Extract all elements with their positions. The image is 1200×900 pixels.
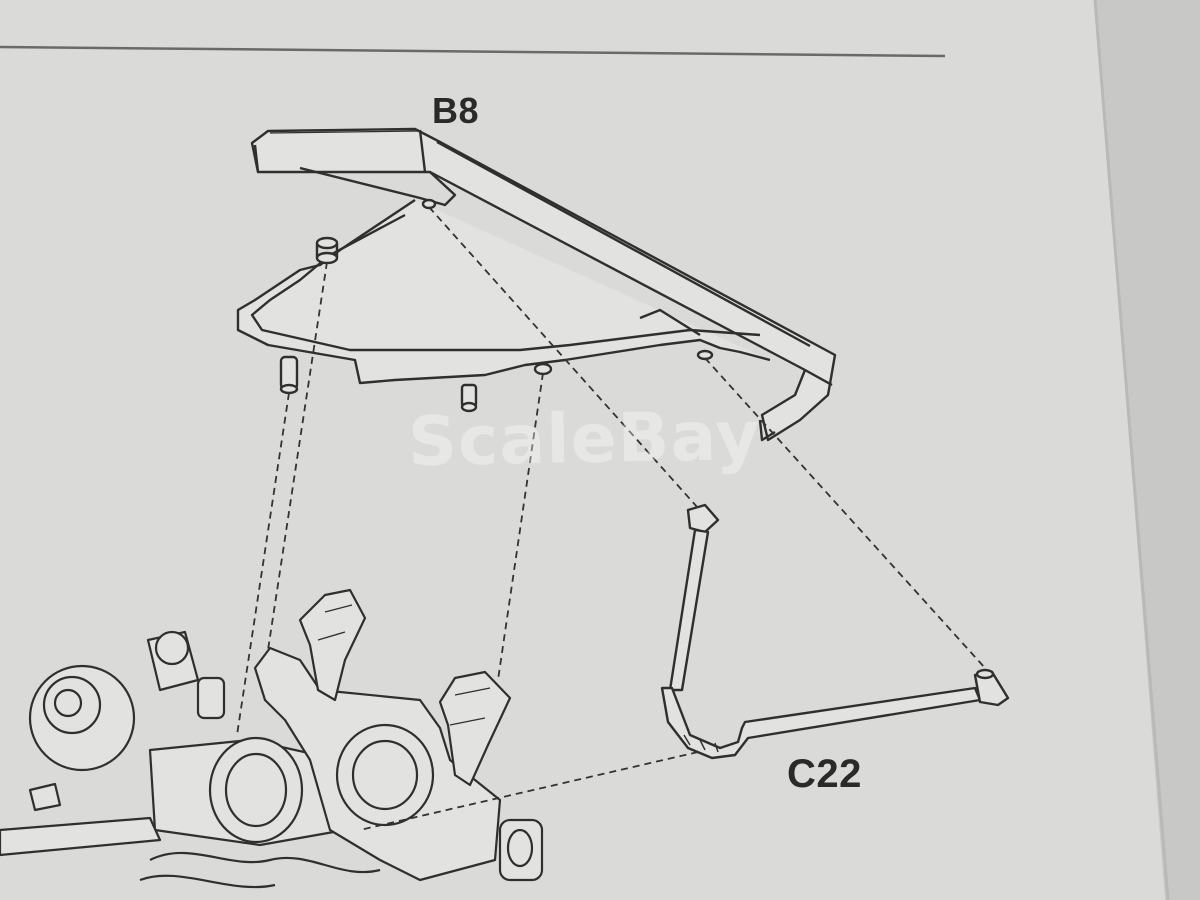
watermark-text: ScaleBay [407,396,762,483]
assembly-guide-line [497,372,544,681]
assembly-guide-line [267,261,328,651]
engine-assembly [0,588,544,889]
part-label-c22: C22 [787,752,862,796]
assembly-guide-line [236,392,290,736]
assembly-guide-line [359,751,699,831]
mirror-bracket-part-c22 [660,503,1010,760]
assembly-guide-line [704,357,986,669]
assembly-guide-line [428,206,699,509]
assembly-guide-lines [236,206,986,831]
part-label-b8: B8 [432,90,480,131]
header-rule [0,45,946,58]
